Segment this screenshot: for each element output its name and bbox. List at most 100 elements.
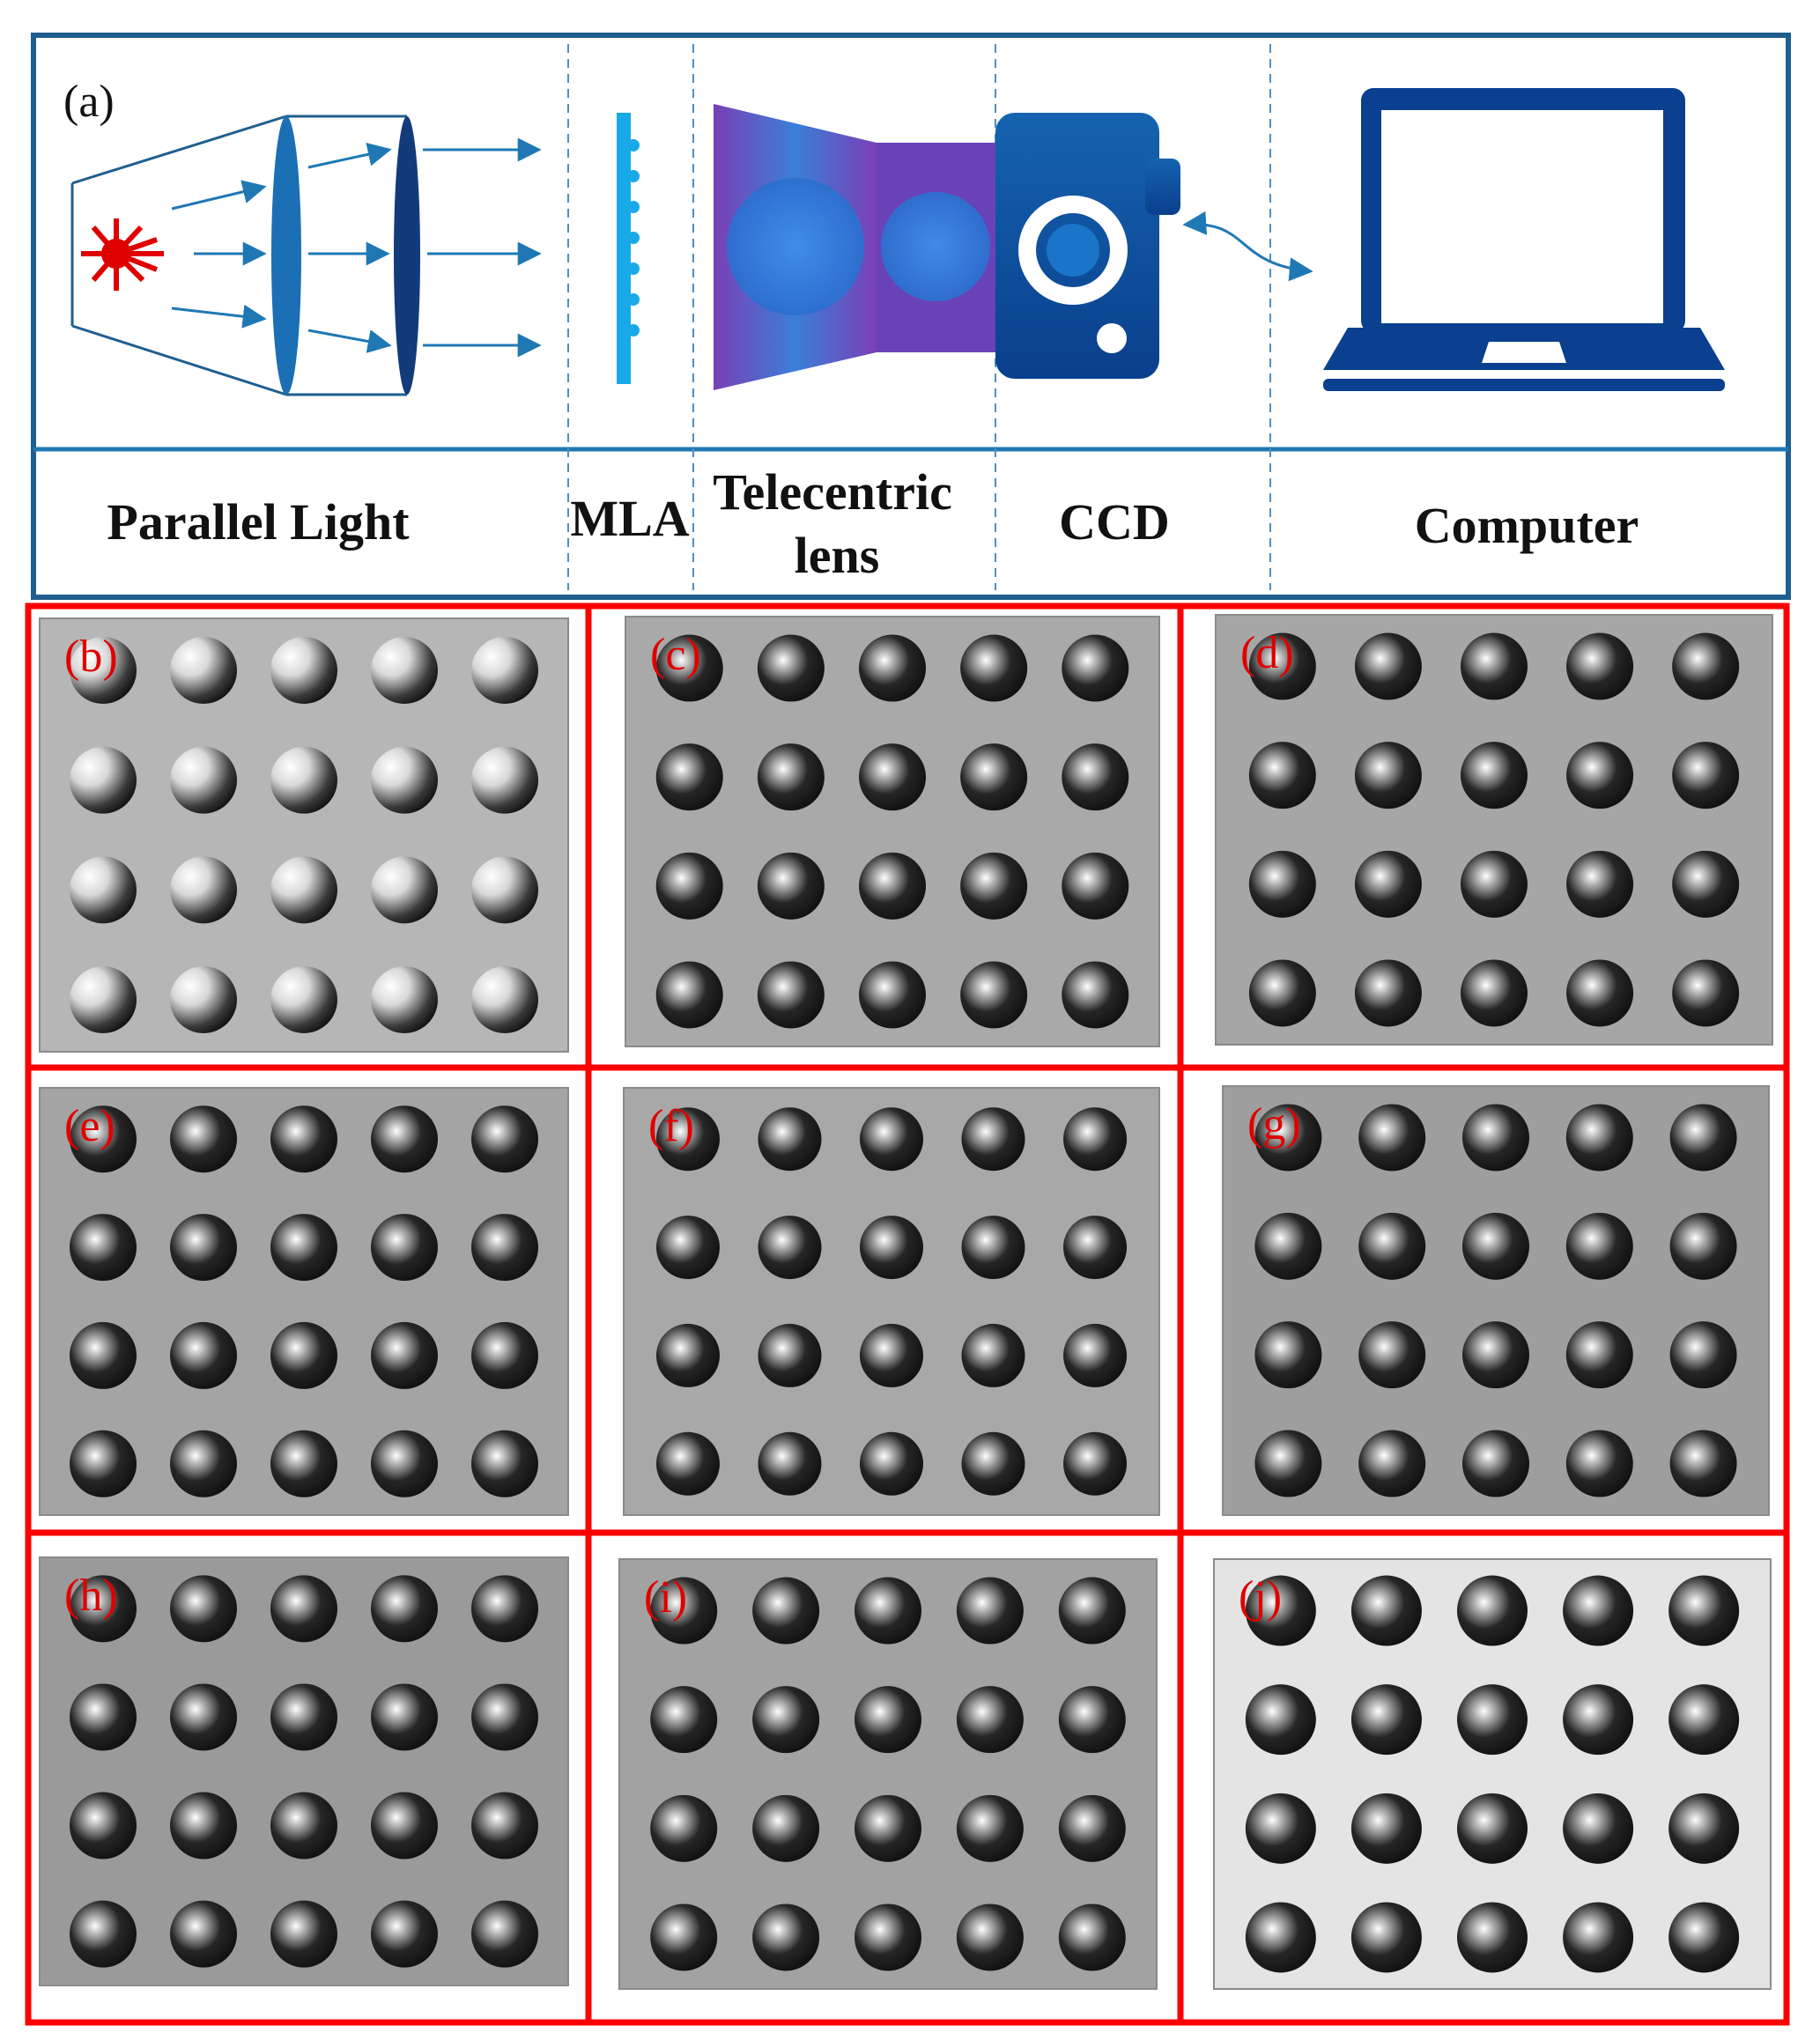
microlens <box>70 746 137 814</box>
panel-label: (i) <box>644 1572 687 1623</box>
microlens <box>1350 1902 1422 1973</box>
microlens <box>1354 742 1422 810</box>
ccd-camera-icon <box>995 113 1180 379</box>
microlens <box>1058 1794 1126 1862</box>
microlens <box>1058 1904 1126 1971</box>
microlens <box>1462 1321 1529 1389</box>
microlens <box>1245 1684 1316 1756</box>
microlens <box>70 1105 137 1173</box>
microlens <box>961 1107 1025 1172</box>
microlens <box>371 1683 438 1751</box>
microlens <box>859 852 926 920</box>
microlens <box>471 1792 538 1859</box>
microlens <box>1668 1902 1740 1973</box>
microlens <box>70 1214 137 1282</box>
microlens <box>1565 1104 1633 1172</box>
microlens <box>70 1575 137 1643</box>
data-link-arrow <box>1182 211 1313 282</box>
collimator-lens-1 <box>271 116 301 395</box>
microlens <box>471 1575 538 1643</box>
microlens <box>270 1575 337 1643</box>
microlens <box>860 1107 923 1172</box>
microlens <box>1058 1577 1126 1645</box>
microlens <box>270 1683 337 1751</box>
microlens <box>1669 1104 1737 1172</box>
microlens <box>471 746 538 814</box>
telecentric-label-line2: lens <box>795 527 880 584</box>
microlens <box>1461 959 1528 1027</box>
microlens <box>860 1216 923 1280</box>
microlens <box>270 1214 337 1282</box>
microlens <box>270 1321 337 1389</box>
microlens <box>1063 1431 1128 1496</box>
microlens <box>1457 1902 1528 1973</box>
microlens <box>170 1214 237 1282</box>
microlens <box>371 1792 438 1859</box>
microlens <box>1462 1430 1529 1497</box>
microlens <box>655 1107 720 1172</box>
microlens <box>960 961 1028 1029</box>
microlens <box>270 637 337 705</box>
microlens <box>270 965 337 1033</box>
microlens <box>371 1575 438 1643</box>
microlens <box>650 1686 718 1754</box>
microlens <box>70 1792 137 1859</box>
microlens <box>1248 742 1316 810</box>
microlens <box>1672 959 1740 1027</box>
microlens <box>1354 632 1422 700</box>
microlens <box>855 1794 921 1862</box>
microlens <box>371 1321 438 1389</box>
microlens <box>757 852 825 920</box>
computer-label: Computer <box>1415 497 1639 554</box>
microlens <box>170 1683 237 1751</box>
micrograph-panel: (c) <box>625 616 1160 1047</box>
microlens <box>70 637 137 705</box>
microlens <box>170 1105 237 1173</box>
microlens <box>270 1792 337 1859</box>
microlens <box>70 1321 137 1389</box>
microlens <box>170 965 237 1033</box>
micrograph-panel: (g) <box>1222 1085 1770 1516</box>
microlens <box>471 637 538 705</box>
microlens <box>170 1900 237 1968</box>
microlens <box>1565 1212 1633 1280</box>
microlens <box>961 1216 1025 1280</box>
microlens <box>1358 1104 1426 1172</box>
microlens <box>170 637 237 705</box>
microlens <box>1563 1902 1634 1973</box>
microlens <box>1063 1323 1128 1387</box>
microlens <box>270 1105 337 1173</box>
microlens <box>1462 1212 1529 1280</box>
microlens <box>170 1321 237 1389</box>
microlens <box>1245 1793 1316 1864</box>
microlens <box>270 1430 337 1497</box>
light-source-diagram <box>70 115 542 396</box>
microlens <box>1668 1793 1740 1864</box>
microlens <box>371 1214 438 1282</box>
microlens <box>757 961 825 1029</box>
microlens <box>1566 632 1634 700</box>
microlens <box>1461 632 1528 700</box>
microlens <box>1354 850 1422 918</box>
microlens <box>1565 1430 1633 1497</box>
micrograph-panel: (f) <box>623 1087 1160 1516</box>
micrograph-panel: (i) <box>618 1558 1158 1990</box>
microlens <box>1672 850 1740 918</box>
mla-element <box>617 113 640 384</box>
microlens <box>471 1214 538 1282</box>
microlens <box>1669 1321 1737 1389</box>
microlens <box>1669 1212 1737 1280</box>
telecentric-label-line1: Telecentric <box>713 463 952 521</box>
collimator-lens-2 <box>394 116 420 395</box>
microlens <box>855 1904 921 1971</box>
microlens <box>371 746 438 814</box>
parallel-light-label: Parallel Light <box>107 493 410 551</box>
microlens <box>1358 1212 1426 1280</box>
microlens <box>471 1105 538 1173</box>
microlens <box>471 965 538 1033</box>
microlens <box>270 856 337 924</box>
setup-frame <box>31 33 1791 600</box>
microlens <box>758 1323 822 1387</box>
microlens <box>1566 850 1634 918</box>
microlens <box>170 1575 237 1643</box>
